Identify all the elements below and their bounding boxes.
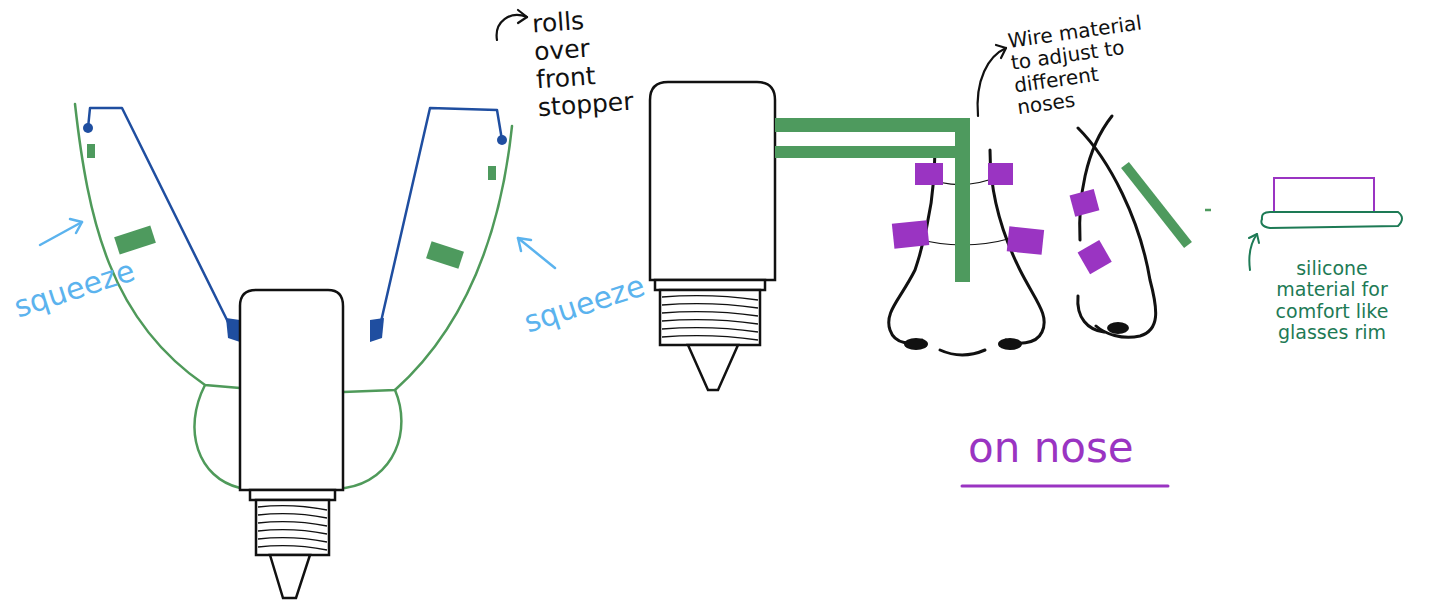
eye-drop-bottle [240, 290, 343, 598]
nostrils [904, 338, 1022, 350]
callout-note: silicone material for comfort like glass… [1262, 258, 1402, 343]
wire-frame-side [1125, 165, 1188, 245]
nose-pads [892, 163, 1044, 255]
nose-pads [1070, 189, 1112, 274]
callout-note: Wire material to adjust to different nos… [1006, 11, 1157, 119]
bottle-threads [662, 296, 758, 340]
callout-arrow [497, 10, 527, 40]
eye-drop-bottle [650, 82, 775, 390]
silicone-rim [1261, 212, 1402, 228]
callout-arrow [978, 45, 1006, 116]
callout-note: rolls over front stopper [531, 4, 634, 122]
nostril [1107, 322, 1129, 334]
view-title: on nose [968, 424, 1134, 471]
mark [1205, 209, 1211, 212]
nose-side [1078, 116, 1156, 337]
wire-frame [775, 118, 970, 282]
action-label: squeeze [520, 269, 649, 340]
underline [962, 485, 1168, 488]
action-label: squeeze [10, 254, 139, 325]
lens-frame [1274, 178, 1374, 212]
leader-arrow [1249, 234, 1259, 270]
bottle-threads [258, 506, 327, 550]
